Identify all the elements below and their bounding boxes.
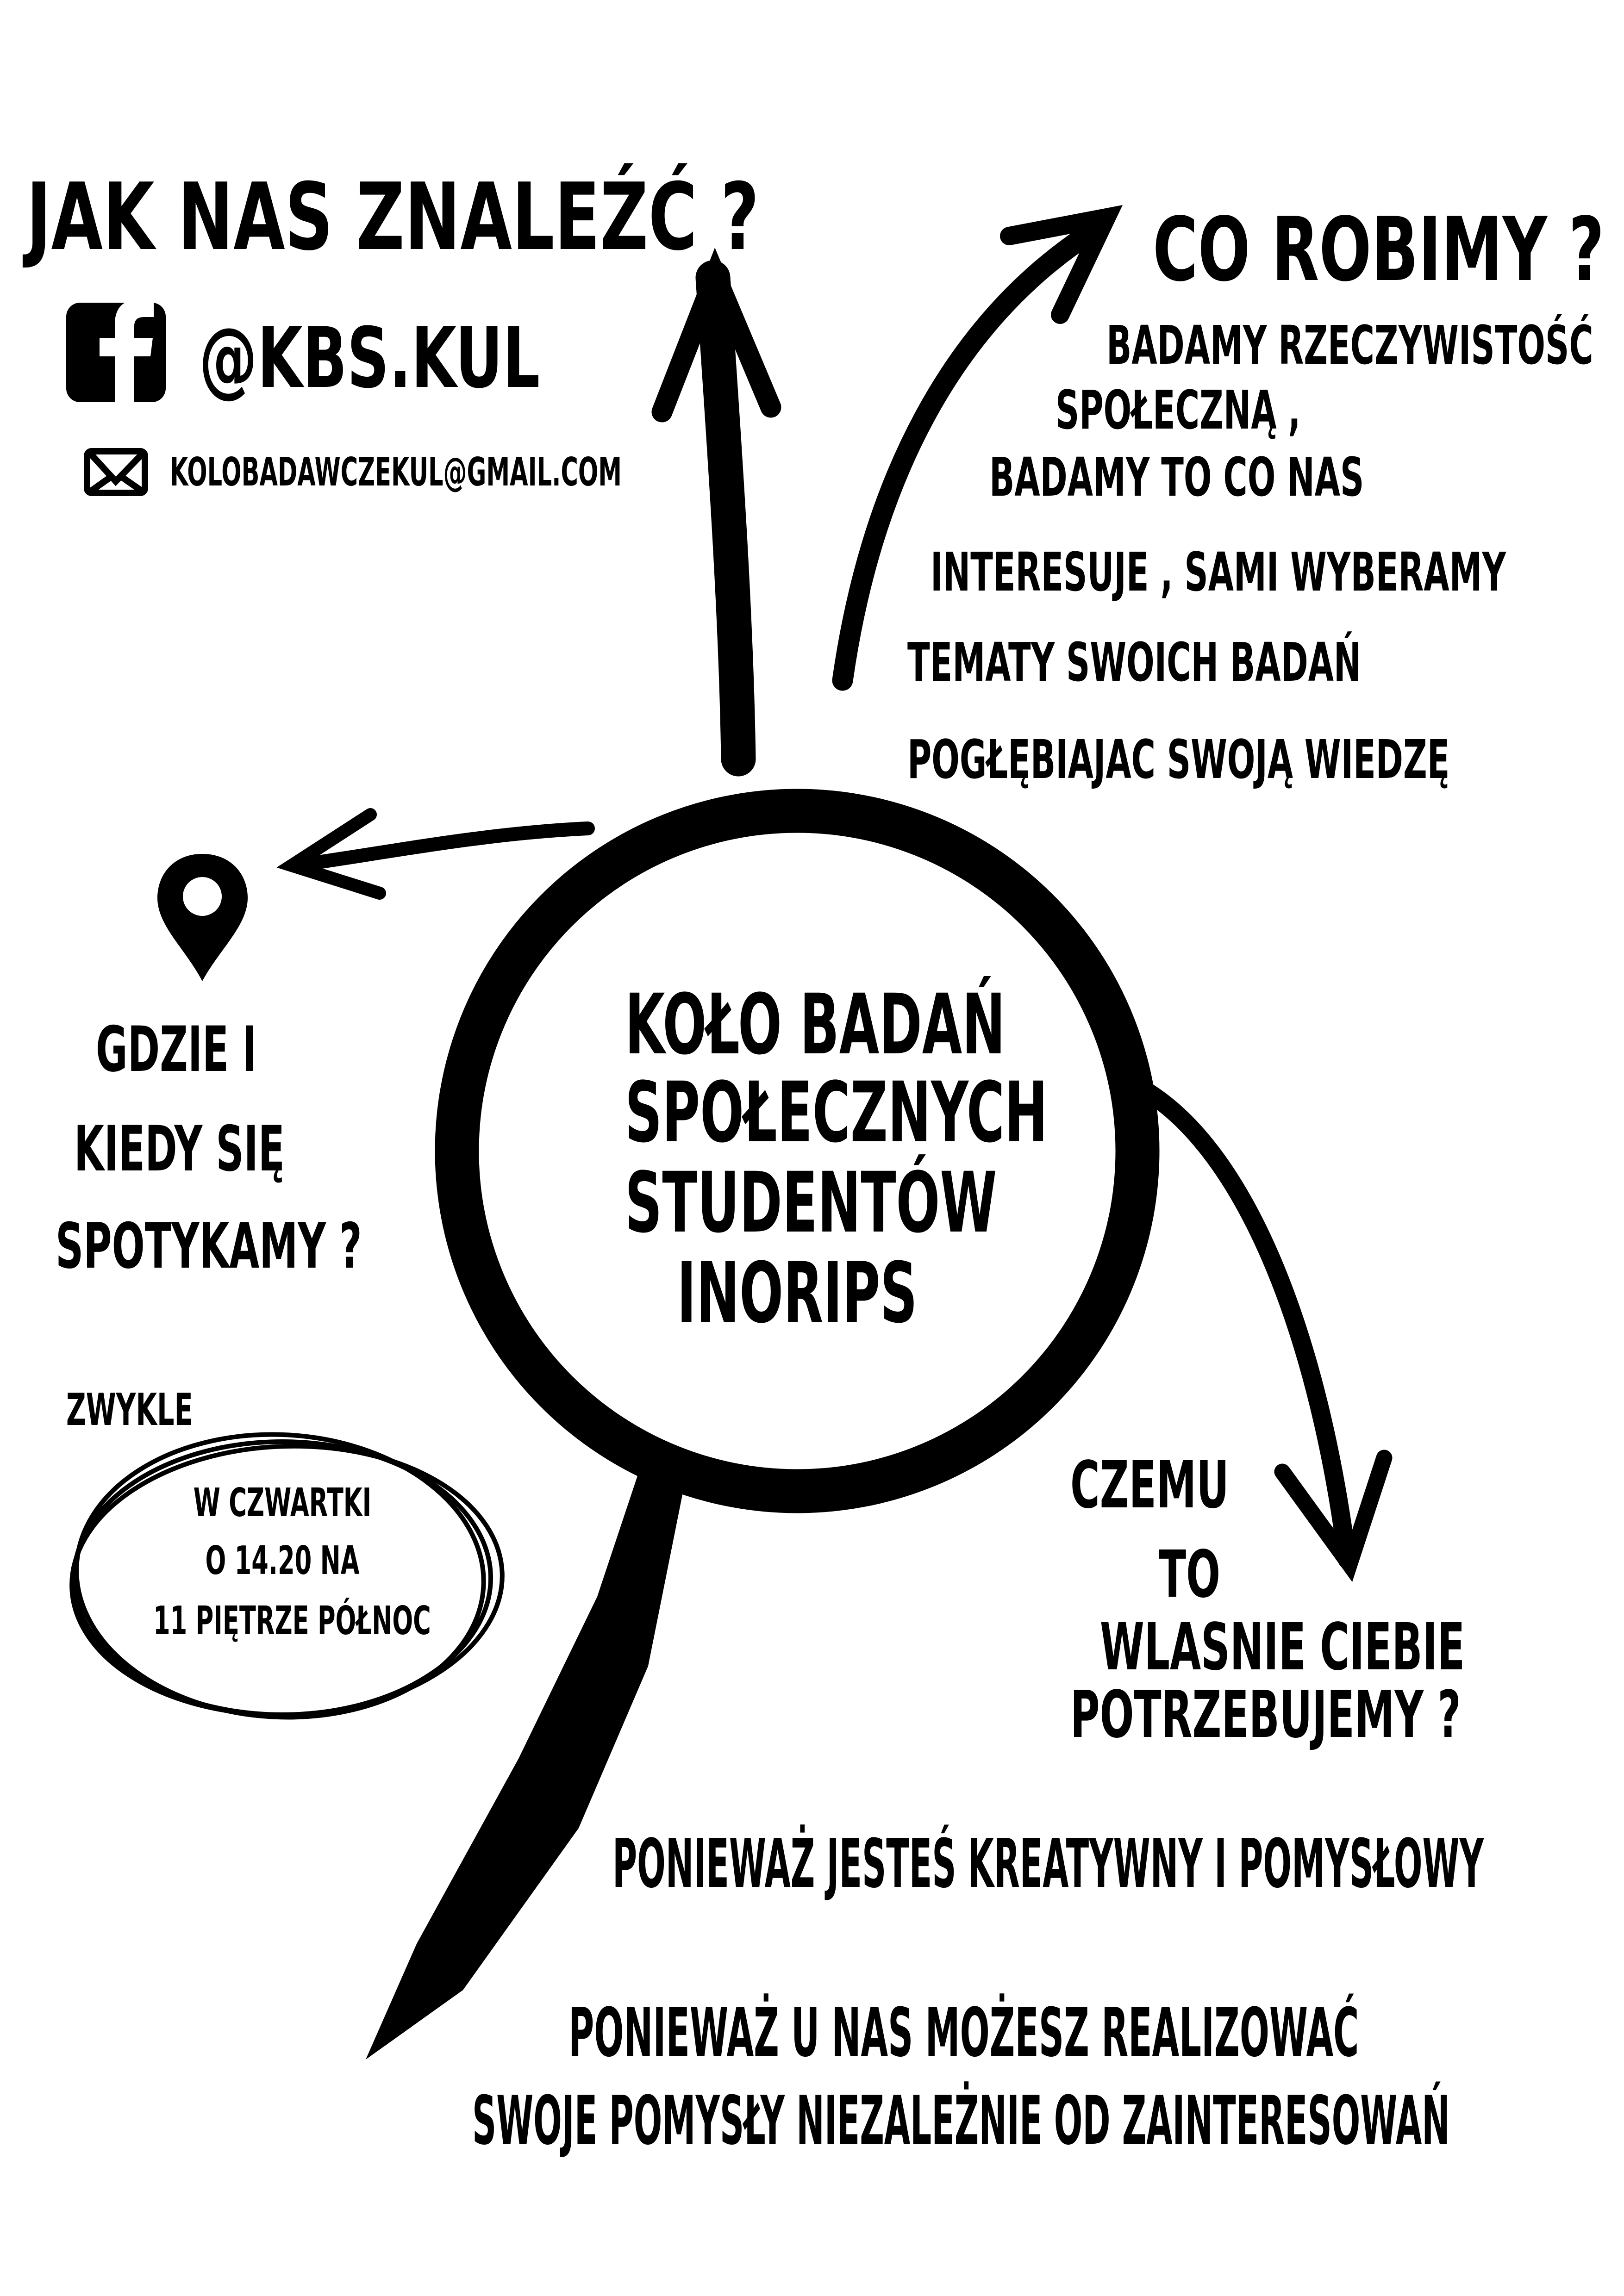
center-title-line: SPOŁECZNYCH <box>625 1064 1048 1161</box>
reason-line: PONIEWAŻ JESTEŚ KREATYWNY I POMYSŁOWY <box>612 1825 1484 1903</box>
why-you-line: TO <box>1159 1537 1220 1612</box>
usually-label: ZWYKLE <box>66 1385 193 1436</box>
magnifier-handle <box>366 1472 685 2060</box>
reason-line: SWOJE POMYSŁY NIEZALEŻNIE OD ZAINTERESOW… <box>472 2082 1450 2160</box>
arrow-up-icon <box>651 248 781 777</box>
mail-icon <box>84 448 148 496</box>
magnifier-lens <box>435 789 1160 1513</box>
what-we-do-line: BADAMY TO CO NAS <box>989 447 1364 509</box>
arrow-curved-icon <box>832 205 1123 691</box>
where-when-line: GDZIE I <box>96 1013 257 1086</box>
what-we-do-line: SPOŁECZNĄ , <box>1056 380 1301 442</box>
meeting-detail: O 14.20 NA <box>205 1538 360 1584</box>
facebook-icon[interactable] <box>66 300 166 402</box>
arrow-left-icon <box>276 808 595 900</box>
center-title-line: KOŁO BADAŃ <box>625 977 1006 1073</box>
where-when-line: SPOTYKAMY ? <box>56 1210 362 1282</box>
why-you-line: CZEMU <box>1070 1448 1229 1523</box>
center-title-line: INORIPS <box>677 1245 918 1342</box>
what-we-do-line: INTERESUJE , SAMI WYBERAMY <box>931 541 1506 604</box>
why-you-line: WLASNIE CIEBIE <box>1100 1610 1465 1685</box>
arrow-down-right-icon <box>1139 1083 1393 1582</box>
meeting-detail: 11 PIĘTRZE PÓŁNOC <box>153 1598 431 1644</box>
center-title-line: STUDENTÓW <box>625 1155 997 1251</box>
facebook-handle[interactable]: @KBS.KUL <box>199 310 540 407</box>
why-you-line: POTRZEBUJEMY ? <box>1070 1677 1461 1753</box>
what-we-do-heading: CO ROBIMY ? <box>1153 199 1605 301</box>
email-address[interactable]: KOLOBADAWCZEKUL@GMAIL.COM <box>170 449 622 495</box>
reason-line: PONIEWAŻ U NAS MOŻESZ REALIZOWAĆ <box>568 1994 1359 2072</box>
where-when-line: KIEDY SIĘ <box>74 1113 285 1185</box>
meeting-detail: W CZWARTKI <box>193 1480 372 1526</box>
scribble-oval <box>69 1432 505 1720</box>
find-us-heading: JAK NAS ZNALEŹĆ ? <box>26 163 759 271</box>
what-we-do-line: POGŁĘBIAJAC SWOJĄ WIEDZĘ <box>907 729 1450 791</box>
what-we-do-line: BADAMY RZECZYWISTOŚĆ <box>1106 315 1593 377</box>
what-we-do-line: TEMATY SWOICH BADAŃ <box>907 632 1362 694</box>
location-pin-icon <box>157 854 248 981</box>
